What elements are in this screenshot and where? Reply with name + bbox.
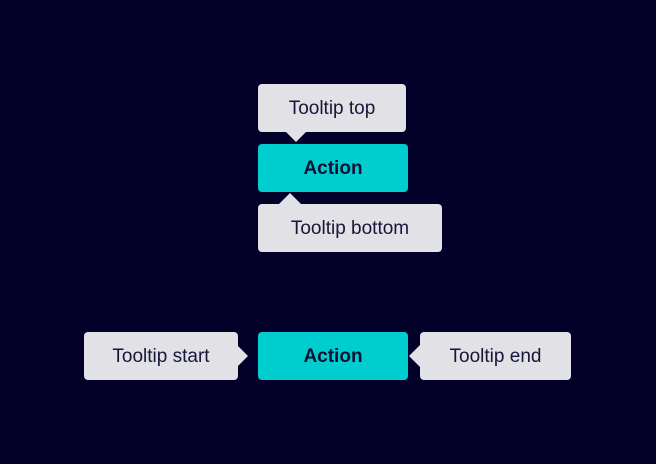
action-button-vertical[interactable]: Action <box>258 144 408 192</box>
tooltip-bottom-arrow-icon <box>279 193 301 204</box>
tooltip-start-arrow-icon <box>237 345 248 367</box>
tooltip-bottom-label: Tooltip bottom <box>290 217 410 239</box>
action-button-vertical-label: Action <box>303 157 363 179</box>
tooltip-start: Tooltip start <box>84 332 238 380</box>
tooltip-start-label: Tooltip start <box>112 345 210 367</box>
tooltip-end: Tooltip end <box>420 332 571 380</box>
tooltip-end-label: Tooltip end <box>449 345 542 367</box>
tooltip-end-arrow-icon <box>409 345 420 367</box>
tooltip-top: Tooltip top <box>258 84 406 132</box>
tooltip-bottom: Tooltip bottom <box>258 204 442 252</box>
action-button-horizontal-label: Action <box>303 345 363 367</box>
tooltip-top-label: Tooltip top <box>288 97 376 119</box>
tooltip-top-arrow-icon <box>285 131 307 142</box>
action-button-horizontal[interactable]: Action <box>258 332 408 380</box>
